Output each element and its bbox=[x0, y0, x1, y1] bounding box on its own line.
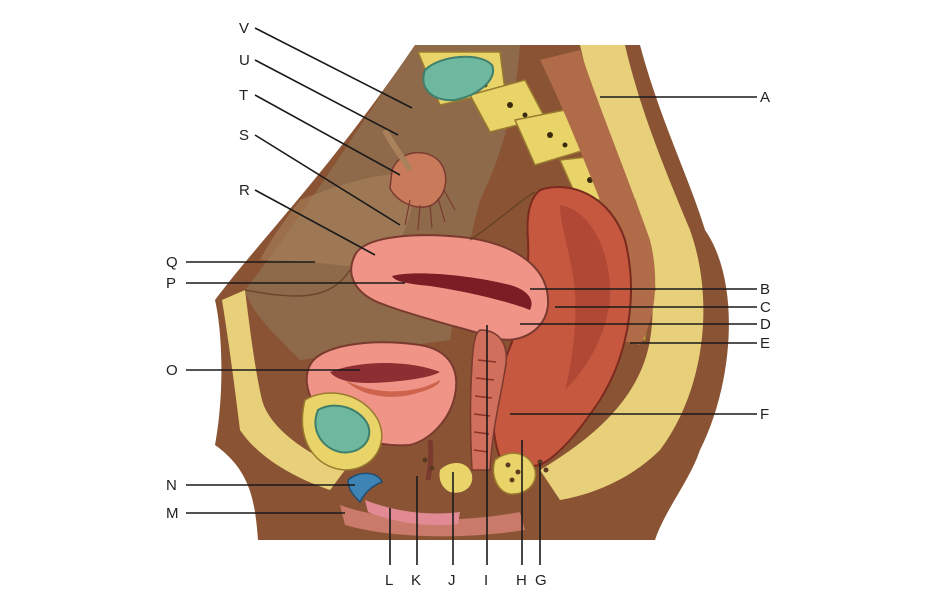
label-letters: A B C D E F G H I J K L M N O P Q R S T … bbox=[166, 20, 771, 589]
bladder-folds bbox=[345, 380, 440, 397]
label-B: B bbox=[760, 281, 770, 298]
label-I: I bbox=[484, 572, 488, 589]
bladder-lumen bbox=[330, 363, 440, 383]
label-N: N bbox=[166, 477, 177, 494]
label-C: C bbox=[760, 299, 771, 316]
label-F: F bbox=[760, 406, 769, 423]
fimbriae bbox=[404, 189, 456, 231]
fat-posterior bbox=[540, 45, 704, 500]
vagina bbox=[469, 329, 507, 471]
label-V: V bbox=[239, 20, 249, 37]
label-Q: Q bbox=[166, 254, 178, 271]
label-D: D bbox=[760, 316, 771, 333]
clitoris bbox=[347, 472, 383, 504]
label-P: P bbox=[166, 275, 176, 292]
label-M: M bbox=[166, 505, 179, 522]
ovarian-ligament bbox=[382, 128, 413, 172]
label-A: A bbox=[760, 89, 770, 106]
leader-lines bbox=[186, 27, 757, 565]
fat-anterior bbox=[222, 290, 345, 490]
leader-U bbox=[254, 59, 399, 136]
urethra bbox=[425, 439, 434, 481]
perineal-body bbox=[439, 463, 473, 493]
label-O: O bbox=[166, 362, 178, 379]
label-G: G bbox=[535, 572, 547, 589]
label-J: J bbox=[448, 572, 456, 589]
leader-T bbox=[254, 94, 401, 176]
uterine-cavity bbox=[392, 273, 532, 310]
anal-sphincter bbox=[492, 452, 537, 495]
label-E: E bbox=[760, 335, 770, 352]
rectum-inner-fold bbox=[560, 205, 611, 390]
label-S: S bbox=[239, 127, 249, 144]
label-R: R bbox=[239, 182, 250, 199]
intervertebral-disc bbox=[422, 55, 495, 102]
label-K: K bbox=[411, 572, 421, 589]
label-T: T bbox=[239, 87, 248, 104]
label-L: L bbox=[385, 572, 393, 589]
label-U: U bbox=[239, 52, 250, 69]
sphincter-dots bbox=[422, 457, 549, 483]
labia-minora bbox=[365, 500, 460, 526]
ovary bbox=[389, 151, 447, 208]
pubic-symphysis-cartilage bbox=[314, 404, 371, 454]
leader-R bbox=[254, 189, 376, 256]
leader-S bbox=[254, 134, 401, 226]
leader-V bbox=[254, 27, 413, 109]
peritoneum bbox=[244, 191, 536, 297]
label-H: H bbox=[516, 572, 527, 589]
